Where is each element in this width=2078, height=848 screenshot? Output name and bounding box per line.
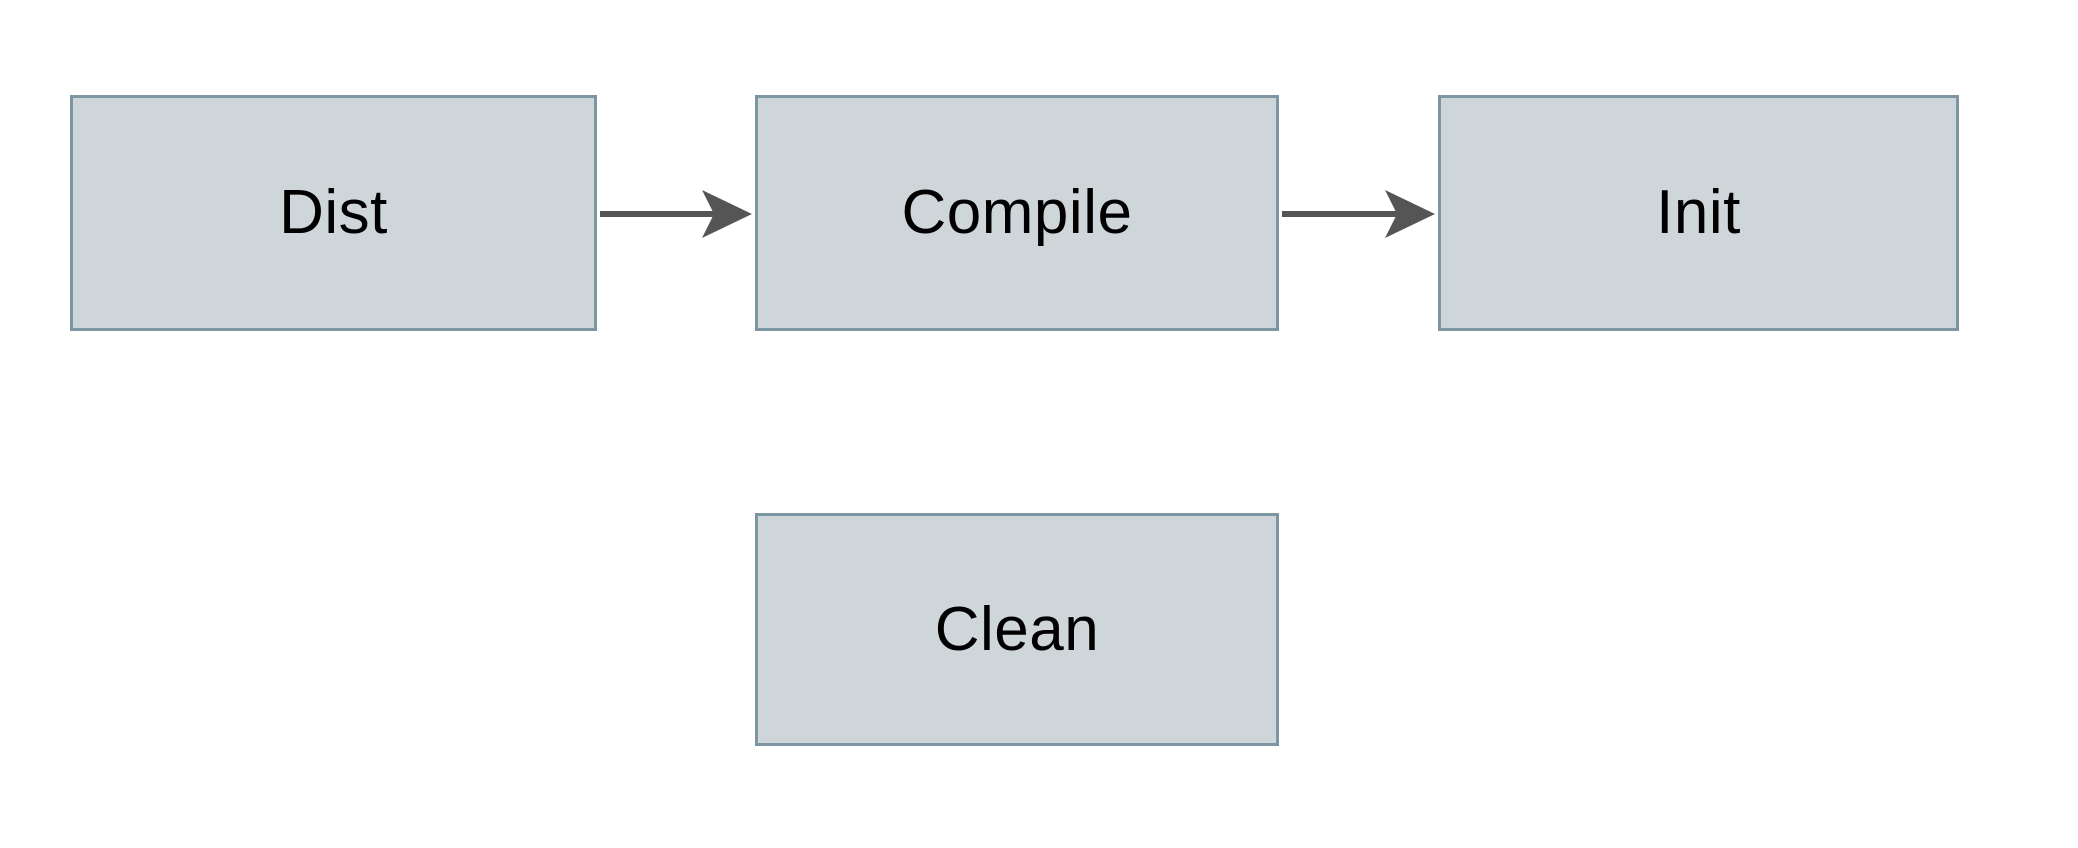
- node-init-label: Init: [1656, 178, 1741, 247]
- edge-compile-to-init[interactable]: [1282, 190, 1435, 238]
- arrowhead-icon: [1385, 190, 1435, 238]
- node-dist[interactable]: Dist: [70, 95, 597, 331]
- node-compile[interactable]: Compile: [755, 95, 1279, 331]
- node-compile-label: Compile: [901, 178, 1133, 247]
- edge-dist-to-compile[interactable]: [600, 190, 752, 238]
- node-init[interactable]: Init: [1438, 95, 1959, 331]
- arrowhead-icon: [702, 190, 752, 238]
- node-dist-label: Dist: [279, 178, 388, 247]
- node-clean[interactable]: Clean: [755, 513, 1279, 746]
- node-clean-label: Clean: [934, 594, 1100, 664]
